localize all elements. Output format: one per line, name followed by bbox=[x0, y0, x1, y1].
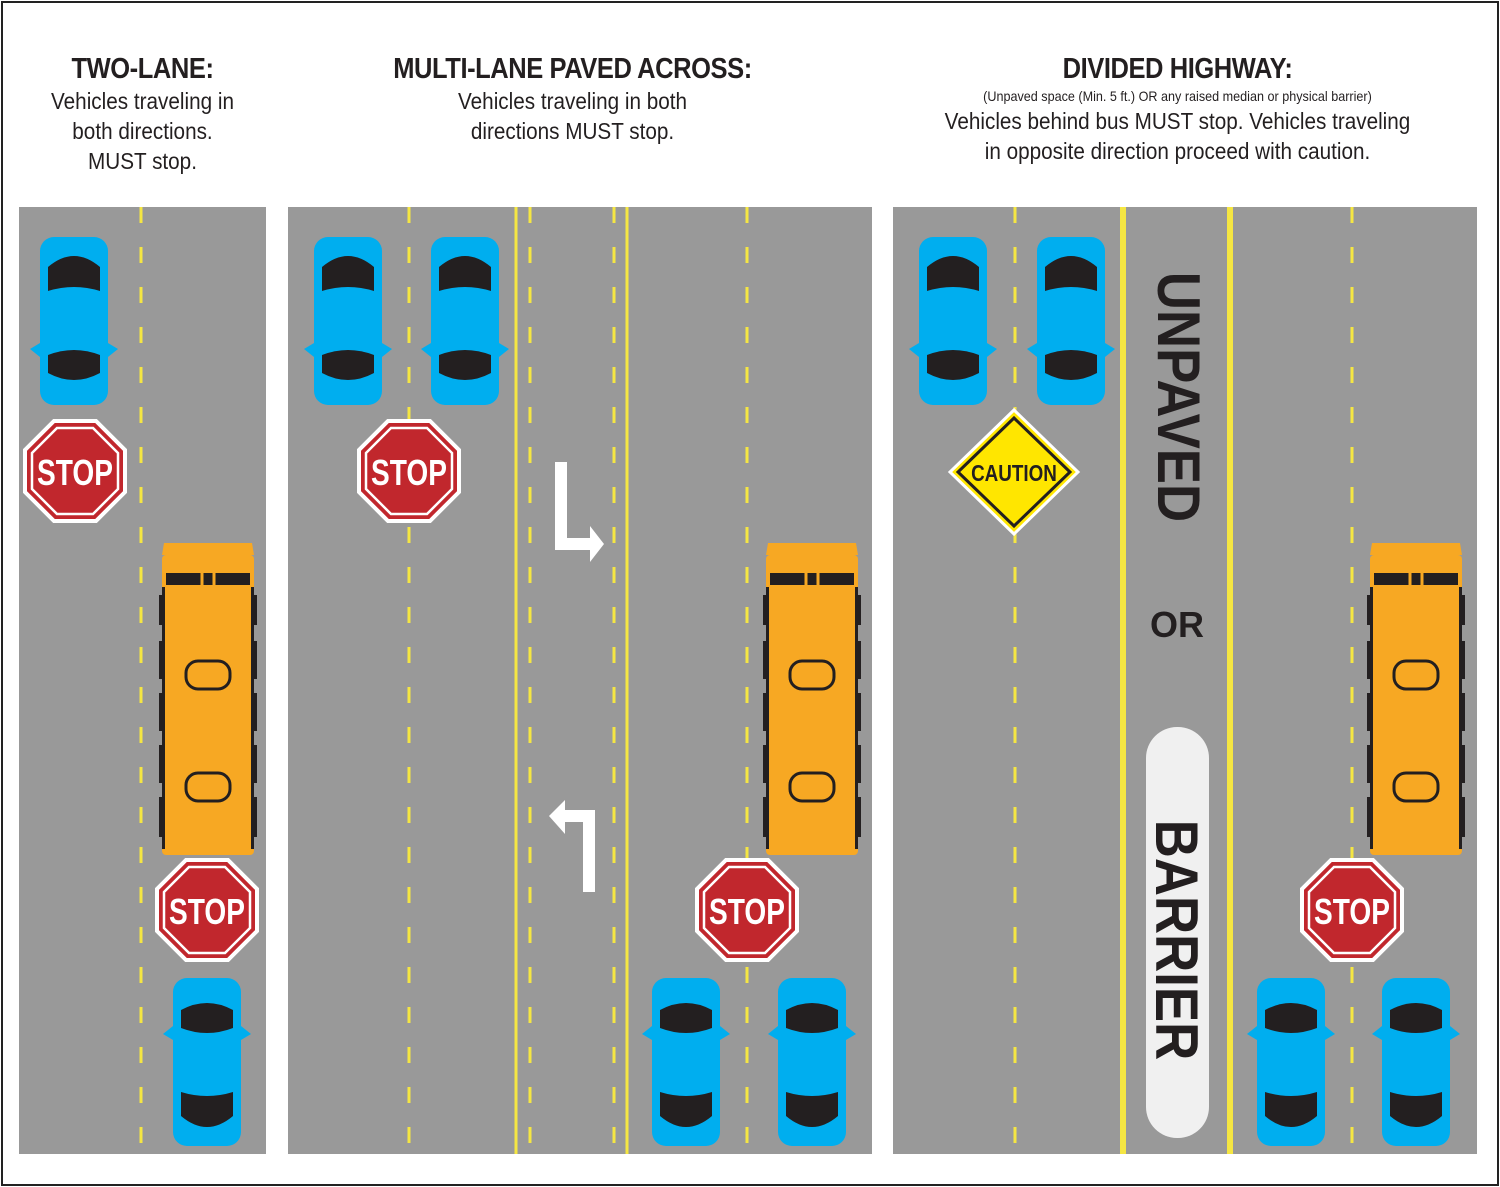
divided-text-1: Vehicles behind bus MUST stop. Vehicles … bbox=[944, 108, 1411, 134]
two-lane-title: TWO-LANE: bbox=[71, 53, 214, 85]
school-bus-icon bbox=[1365, 541, 1467, 857]
stop-sign-label: STOP bbox=[37, 453, 113, 493]
school-bus-icon bbox=[761, 541, 863, 857]
stop-sign-icon: STOP bbox=[23, 419, 127, 523]
car-icon bbox=[304, 237, 392, 405]
car-icon bbox=[421, 237, 509, 405]
two-lane-road: STOP STOP bbox=[19, 207, 266, 1154]
stop-sign-label: STOP bbox=[371, 453, 447, 493]
car-icon bbox=[1247, 978, 1335, 1146]
turn-arrow-down-icon bbox=[555, 462, 604, 562]
car-icon bbox=[909, 237, 997, 405]
two-lane-text-2: both directions. bbox=[72, 118, 213, 144]
multi-lane-text-1: Vehicles traveling in both bbox=[458, 88, 687, 114]
divided-heading: DIVIDED HIGHWAY: (Unpaved space (Min. 5 … bbox=[900, 52, 1455, 166]
two-lane-heading: TWO-LANE: Vehicles traveling in both dir… bbox=[0, 52, 285, 176]
stop-sign-label: STOP bbox=[709, 892, 785, 932]
stop-sign-icon: STOP bbox=[155, 858, 259, 962]
stop-sign-icon: STOP bbox=[695, 858, 799, 962]
car-icon bbox=[1372, 978, 1460, 1146]
divided-text-2: in opposite direction proceed with cauti… bbox=[984, 138, 1371, 164]
car-icon bbox=[642, 978, 730, 1146]
or-label: OR bbox=[1150, 604, 1204, 645]
school-bus-icon bbox=[157, 541, 259, 857]
two-lane-text-1: Vehicles traveling in bbox=[51, 88, 234, 114]
caution-sign-label: CAUTION bbox=[971, 461, 1057, 486]
stop-sign-label: STOP bbox=[1314, 892, 1390, 932]
stop-sign-icon: STOP bbox=[357, 419, 461, 523]
two-lane-text-3: MUST stop. bbox=[88, 148, 197, 174]
multi-lane-road: STOP STOP bbox=[288, 207, 872, 1154]
stop-sign-icon: STOP bbox=[1300, 858, 1404, 962]
car-icon bbox=[163, 978, 251, 1146]
stop-sign-label: STOP bbox=[169, 892, 245, 932]
caution-sign-icon: CAUTION bbox=[947, 407, 1081, 537]
divided-highway-road: CAUTION UNPAVED OR BARRIER STOP bbox=[893, 207, 1477, 1154]
barrier-label: BARRIER bbox=[1143, 820, 1210, 1060]
divided-note: (Unpaved space (Min. 5 ft.) OR any raise… bbox=[983, 88, 1372, 104]
unpaved-label: UNPAVED bbox=[1145, 272, 1212, 522]
car-icon bbox=[30, 237, 118, 405]
multi-lane-text-2: directions MUST stop. bbox=[470, 118, 675, 144]
turn-arrow-up-icon bbox=[549, 800, 595, 892]
car-icon bbox=[768, 978, 856, 1146]
multi-lane-title: MULTI-LANE PAVED ACROSS: bbox=[393, 53, 752, 85]
multi-lane-heading: MULTI-LANE PAVED ACROSS: Vehicles travel… bbox=[330, 52, 815, 146]
divided-title: DIVIDED HIGHWAY: bbox=[1062, 53, 1293, 85]
car-icon bbox=[1027, 237, 1115, 405]
barrier-median bbox=[1146, 727, 1209, 1138]
